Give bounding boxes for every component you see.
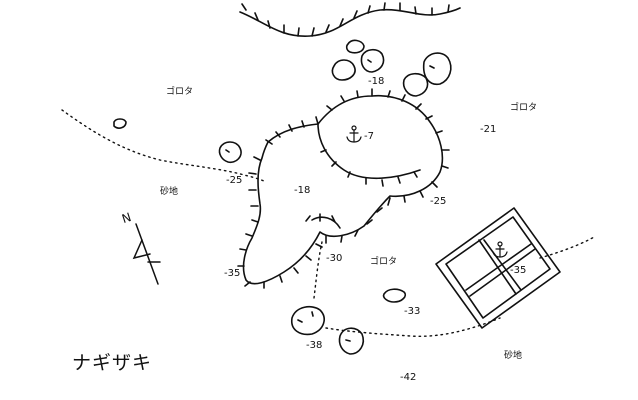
seabed-label-goro-nw: ゴロタ	[166, 87, 194, 97]
anchor-icon	[492, 241, 508, 258]
shoreline	[239, 2, 461, 37]
depth-label: -18	[368, 76, 385, 87]
depth-label: -42	[400, 372, 417, 383]
seabed-label-goro-center: ゴロタ	[370, 257, 398, 267]
artificial-reef	[435, 207, 561, 329]
depth-label: -35	[510, 265, 527, 276]
depth-label: -18	[294, 185, 311, 196]
depth-label: -38	[306, 340, 323, 351]
depth-label: -25	[430, 196, 447, 207]
depth-label: -25	[226, 175, 243, 186]
seabed-label-sand-southeast: 砂地	[504, 351, 523, 361]
main-rock	[237, 88, 450, 289]
depth-label: -35	[224, 268, 241, 279]
seabed-label-sand-west: 砂地	[160, 187, 179, 197]
depth-label: -7	[364, 131, 374, 142]
seabed-label-goro-ne: ゴロタ	[510, 103, 538, 113]
anchor-icon	[346, 125, 362, 143]
boulders	[113, 39, 452, 355]
north-arrow-icon	[132, 223, 161, 285]
depth-label: -33	[404, 306, 421, 317]
map-title: ナギザキ	[72, 352, 153, 374]
depth-label: -21	[480, 124, 497, 135]
depth-label: -30	[326, 253, 343, 264]
dive-route	[61, 109, 597, 338]
